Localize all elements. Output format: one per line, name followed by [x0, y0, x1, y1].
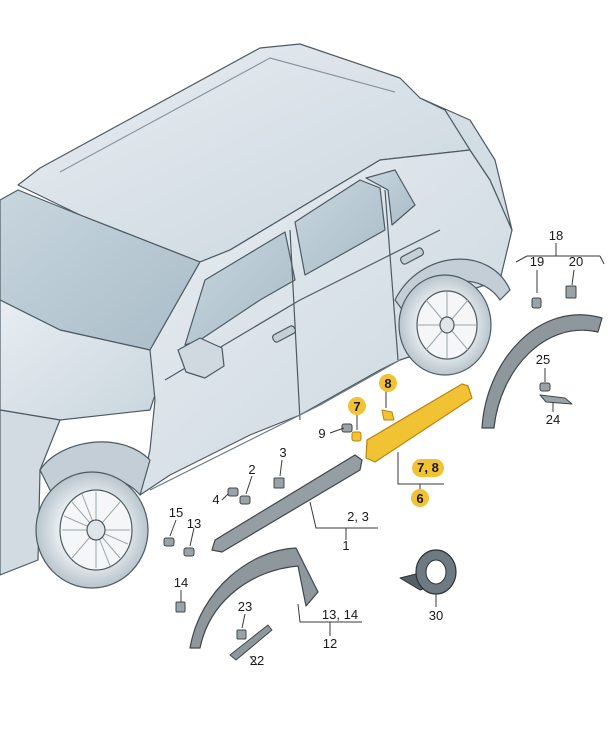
rear-hatch: [419, 97, 513, 231]
badge-8: [379, 374, 397, 392]
rear-quarter-window: [365, 169, 416, 226]
clip-part-19: [531, 297, 542, 309]
rear-wheel: [398, 274, 492, 376]
clip-part-4: [227, 487, 239, 497]
roof-rail: [59, 57, 396, 173]
callout-2-3: 2, 3: [347, 509, 369, 524]
callout-9: 9: [318, 426, 325, 441]
callout-4: 4: [212, 492, 219, 507]
highlight-clips: [351, 409, 395, 442]
leader-lines: [169, 243, 605, 666]
front-door-handle: [271, 325, 297, 343]
clip-part-7: [351, 431, 362, 442]
sill-line: [149, 359, 401, 491]
door-seam: [289, 229, 301, 421]
badge-6: [411, 489, 429, 507]
adhesive-tape-roll: [399, 549, 457, 595]
callout-14: 14: [174, 575, 188, 590]
rear-arch-trim-part: [481, 314, 603, 429]
vehicle-illustration: [0, 43, 513, 589]
rocker-trim-part: [211, 454, 363, 553]
highlighted-trim-part: [365, 383, 473, 463]
callout-2: 2: [248, 462, 255, 477]
clip-part-8: [381, 409, 395, 421]
parts-group: [163, 285, 603, 661]
badge-7: [348, 397, 366, 415]
front-door-window: [184, 231, 296, 346]
callout-1: 1: [342, 538, 349, 553]
clip-part-15: [163, 537, 175, 547]
callout-12: 12: [323, 636, 337, 651]
badge-7-8: [412, 459, 444, 477]
callout-6: 6: [416, 491, 423, 506]
clip-part-3: [273, 477, 285, 489]
callout-19: 19: [530, 254, 544, 269]
callout-25: 25: [536, 352, 550, 367]
clip-parts: [163, 285, 577, 640]
clip-part-9: [341, 423, 353, 433]
clip-part-20: [565, 285, 577, 299]
front-wheel: [35, 471, 149, 589]
callout-3: 3: [279, 445, 286, 460]
clip-part-23: [236, 629, 247, 640]
callout-23: 23: [238, 599, 252, 614]
highlight-badges: [348, 374, 444, 507]
callout-7-8: 7, 8: [417, 460, 439, 475]
callout-7: 7: [353, 399, 360, 414]
rear-door-handle: [399, 247, 425, 265]
callout-24: 24: [546, 412, 560, 427]
callout-30: 30: [429, 608, 443, 623]
callout-8: 8: [384, 376, 391, 391]
clip-part-2a: [239, 495, 251, 505]
clip-part-24: [539, 394, 573, 405]
callout-13: 13: [187, 516, 201, 531]
side-mirror: [177, 337, 225, 379]
callout-22: 22: [250, 653, 264, 668]
clip-part-14: [175, 601, 186, 613]
callout-15: 15: [169, 505, 183, 520]
rear-door-window: [294, 179, 386, 276]
callout-20: 20: [569, 254, 583, 269]
clip-part-13: [183, 547, 195, 557]
clip-strip-part: [229, 624, 273, 661]
clip-part-25: [539, 382, 551, 392]
callout-18: 18: [549, 228, 563, 243]
callout-labels: 18 19 20 25 24 8 7 9 7, 8 6 3 2 4 2, 3 1…: [169, 228, 583, 668]
callout-13-14: 13, 14: [322, 607, 358, 622]
front-arch-trim-part: [189, 547, 319, 649]
door-seam-rear: [384, 189, 399, 361]
